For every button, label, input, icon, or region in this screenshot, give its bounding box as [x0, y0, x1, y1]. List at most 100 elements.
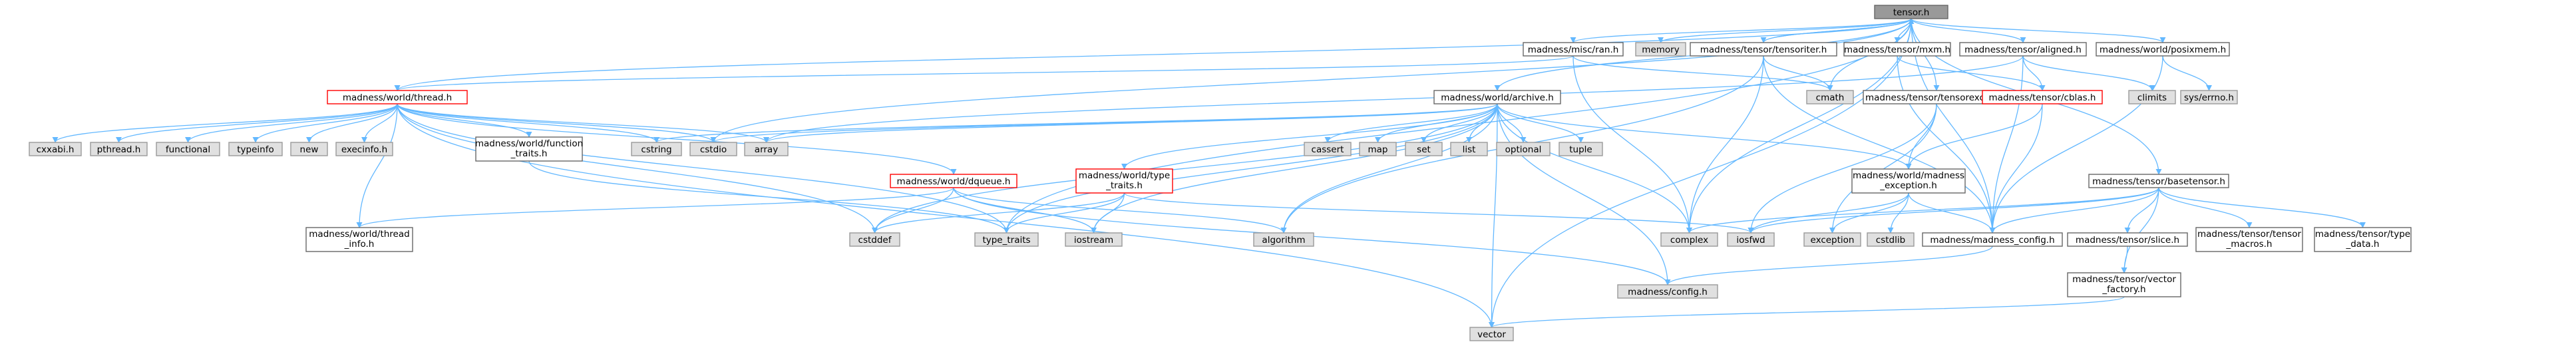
node-cassert: cassert: [1304, 142, 1352, 156]
node-box-array: [744, 142, 789, 156]
node-box-functional: [156, 142, 220, 156]
node-box-tensoriter: [1690, 42, 1837, 57]
node-madness_exception[interactable]: madness/world/madness_exception.h: [1851, 168, 1966, 194]
node-set: set: [1405, 142, 1443, 156]
node-function_traits[interactable]: madness/world/function_traits.h: [475, 136, 583, 162]
node-label-tuple-0: tuple: [1569, 144, 1592, 155]
node-tensoriter[interactable]: madness/tensor/tensoriter.h: [1690, 42, 1837, 57]
edge-thread-to-cxxabi: [52, 103, 398, 143]
edge-thread-to-thread_info: [356, 103, 398, 228]
node-array: array: [744, 142, 789, 156]
node-syserrno: sys/errno.h: [2180, 90, 2238, 104]
node-label-archive-0: madness/world/archive.h: [1441, 92, 1554, 103]
edge-tensor-to-madness_config: [1911, 18, 1996, 234]
node-type_traits_h[interactable]: madness/world/type_traits.h: [1075, 168, 1173, 194]
node-label-type_data-1: _data.h: [2345, 239, 2379, 250]
node-label-madness_config-0: madness/madness_config.h: [1930, 235, 2054, 246]
node-ran[interactable]: madness/misc/ran.h: [1523, 42, 1624, 57]
node-memory: memory: [1635, 42, 1686, 57]
node-cblas[interactable]: madness/tensor/cblas.h: [1982, 90, 2103, 104]
node-basetensor[interactable]: madness/tensor/basetensor.h: [2088, 174, 2229, 188]
node-posixmem[interactable]: madness/world/posixmem.h: [2096, 42, 2230, 57]
edge-thread-to-cstddef: [397, 103, 878, 234]
node-box-list: [1450, 142, 1488, 156]
edge-vector_factory-to-vector: [1489, 296, 2125, 328]
node-box-new: [290, 142, 328, 156]
node-archive[interactable]: madness/world/archive.h: [1433, 90, 1561, 104]
node-label-cstdio-0: cstdio: [700, 144, 727, 155]
node-box-cstdio: [689, 142, 737, 156]
edge-archive-to-type_traits_h: [1121, 103, 1498, 170]
node-box-tensor_macros: [2195, 227, 2303, 252]
node-cmath: cmath: [1806, 90, 1854, 104]
node-box-thread_info: [305, 227, 413, 252]
node-label-map-0: map: [1368, 144, 1388, 155]
node-tensor_macros[interactable]: madness/tensor/tensor_macros.h: [2195, 227, 2303, 252]
node-label-tensor_macros-1: _macros.h: [2226, 239, 2273, 250]
edge-type_traits_h-to-iosfwd: [1123, 192, 1754, 234]
node-label-type_traits_h-1: _traits.h: [1105, 180, 1143, 191]
edge-thread-to-new: [305, 103, 398, 143]
node-box-typeinfo: [228, 142, 283, 156]
node-box-config: [1617, 284, 1718, 299]
edge-archive-to-type_traits: [1004, 103, 1498, 234]
node-tuple: tuple: [1559, 142, 1603, 156]
edge-aligned-to-array: [763, 55, 2024, 143]
edge-function_traits-to-type_traits: [528, 160, 1010, 234]
edge-thread-to-pthread: [116, 103, 398, 143]
node-box-climits: [2128, 90, 2176, 104]
node-box-ran: [1523, 42, 1624, 57]
node-cstdio: cstdio: [689, 142, 737, 156]
edge-archive-to-vector: [1488, 103, 1498, 328]
node-label-function_traits-0: madness/world/function: [475, 138, 583, 149]
edge-thread-to-array: [397, 103, 769, 143]
edge-aligned-to-cblas: [2022, 55, 2046, 91]
node-thread[interactable]: madness/world/thread.h: [327, 90, 468, 104]
node-mxm[interactable]: madness/tensor/mxm.h: [1843, 42, 1951, 57]
edge-basetensor-to-iosfwd: [1748, 187, 2159, 234]
node-box-madness_exception: [1851, 168, 1966, 194]
node-optional: optional: [1496, 142, 1551, 156]
edge-tensoriter-to-complex: [1686, 55, 1764, 234]
edge-thread-to-dqueue: [397, 103, 957, 175]
edge-tensor-to-aligned: [1911, 18, 2026, 43]
node-vector_factory[interactable]: madness/tensor/vector_factory.h: [2067, 272, 2181, 297]
node-slice[interactable]: madness/tensor/slice.h: [2067, 232, 2188, 247]
node-label-syserrno-0: sys/errno.h: [2184, 92, 2234, 103]
node-iosfwd: iosfwd: [1727, 232, 1775, 247]
node-box-function_traits: [475, 136, 583, 162]
edge-posixmem-to-madness_config: [1989, 55, 2163, 234]
node-list: list: [1450, 142, 1488, 156]
node-tensorexcept[interactable]: madness/tensor/tensorexcept.h: [1863, 90, 2010, 104]
edge-type_traits_h-to-type_traits: [1003, 192, 1125, 234]
node-box-tensor: [1874, 5, 1948, 19]
node-label-config-0: madness/config.h: [1628, 287, 1708, 297]
node-box-cstddef: [849, 232, 900, 247]
node-box-thread: [327, 90, 468, 104]
edge-tensoriter-to-madness_config: [1763, 55, 1996, 234]
node-dqueue[interactable]: madness/world/dqueue.h: [890, 174, 1017, 188]
node-aligned[interactable]: madness/tensor/aligned.h: [1959, 42, 2087, 57]
node-label-mxm-0: madness/tensor/mxm.h: [1844, 45, 1950, 55]
edge-thread-to-type_traits: [397, 103, 1010, 234]
edge-archive-to-optional: [1497, 103, 1527, 143]
node-label-tensorexcept-0: madness/tensor/tensorexcept.h: [1865, 92, 2008, 103]
node-label-vector_factory-0: madness/tensor/vector: [2072, 274, 2176, 285]
node-map: map: [1359, 142, 1397, 156]
edge-ran-to-thread: [395, 55, 1574, 91]
node-type_data[interactable]: madness/tensor/type_data.h: [2314, 227, 2412, 252]
node-label-vector_factory-1: _factory.h: [2102, 284, 2145, 295]
node-box-basetensor: [2088, 174, 2229, 188]
node-thread_info[interactable]: madness/world/thread_info.h: [305, 227, 413, 252]
edge-tensoriter-to-tensor: [1763, 18, 1915, 43]
node-label-thread-0: madness/world/thread.h: [343, 92, 452, 103]
edge-archive-to-array: [763, 103, 1498, 143]
edge-tensoriter-to-cmath: [1763, 55, 1833, 91]
node-label-exception-0: exception: [1811, 235, 1855, 246]
node-label-algorithm-0: algorithm: [1262, 235, 1305, 246]
edge-dqueue-to-cstddef: [871, 187, 954, 234]
edge-mxm-to-cblas: [1897, 55, 2046, 91]
node-box-type_traits_h: [1075, 168, 1173, 194]
node-box-type_data: [2314, 227, 2412, 252]
node-madness_config[interactable]: madness/madness_config.h: [1922, 232, 2063, 247]
